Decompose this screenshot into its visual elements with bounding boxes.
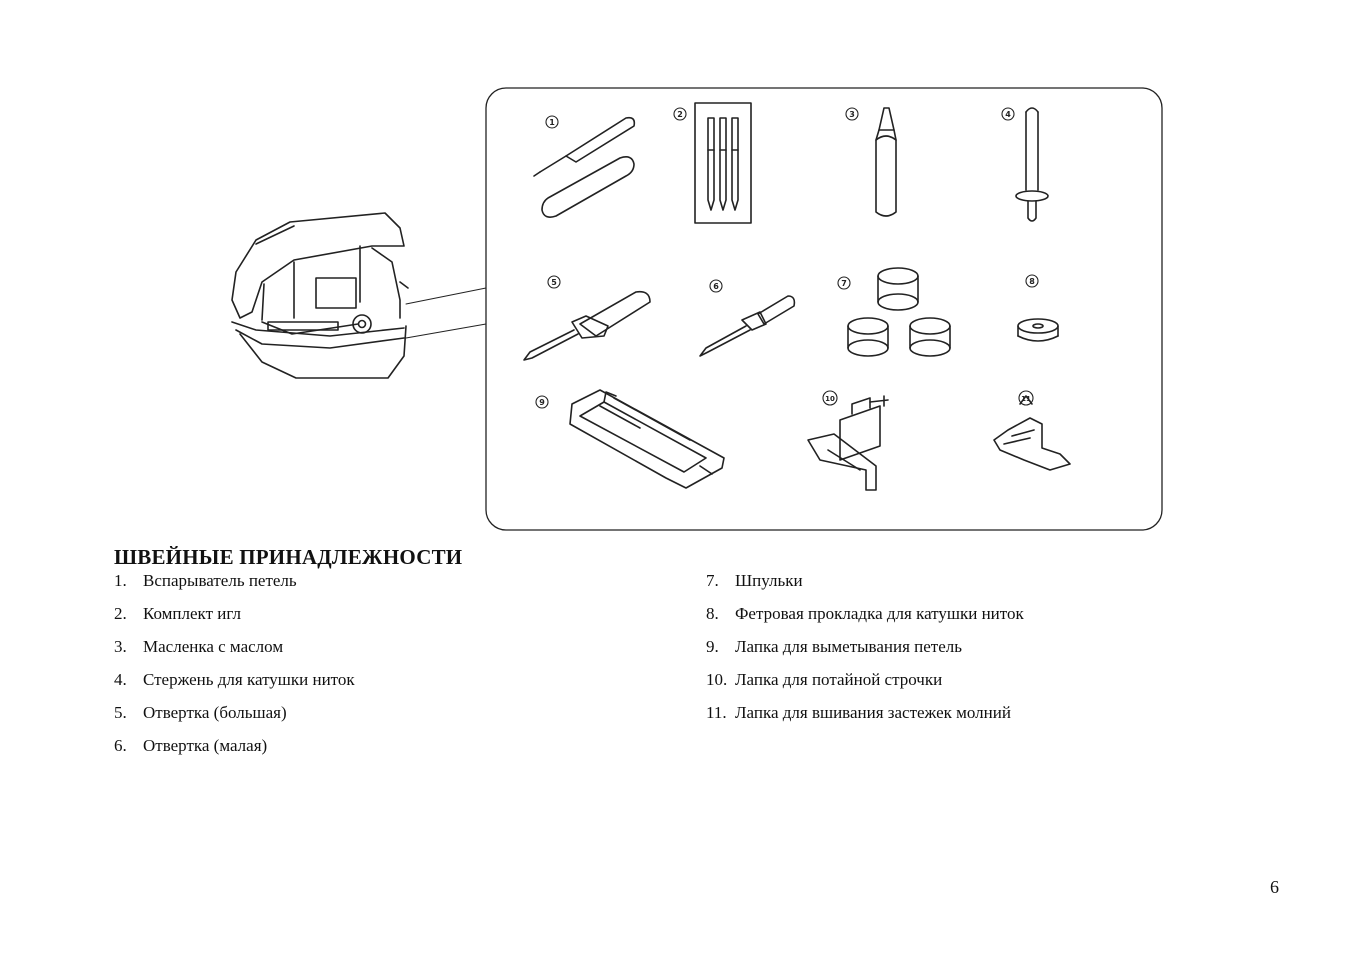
blind-hem-foot-drawing <box>807 395 889 491</box>
item-number: 11. <box>706 703 727 722</box>
item-label: Лапка для вшивания застежек молний <box>735 703 1011 722</box>
seam-ripper-drawing <box>533 116 636 218</box>
marker-10: 10 <box>825 395 835 403</box>
marker-11: 11 <box>1021 395 1031 403</box>
list-item: 4. Стержень для катушки ниток <box>114 670 355 703</box>
list-item: 10. Лапка для потайной строчки <box>706 670 1024 703</box>
item-number: 4. <box>114 670 127 689</box>
figure-marker-labels: 1 2 3 4 5 6 7 8 9 10 11 <box>539 110 1035 407</box>
accessories-illustration: 1 2 3 4 5 6 7 8 9 10 11 <box>231 87 1163 531</box>
list-item: 8. Фетровая прокладка для катушки ниток <box>706 604 1024 637</box>
list-item: 6. Отвертка (малая) <box>114 736 355 769</box>
figure-markers <box>535 107 1039 409</box>
item-label: Масленка с маслом <box>143 637 284 656</box>
page-heading: ШВЕЙНЫЕ ПРИНАДЛЕЖНОСТИ <box>114 545 463 569</box>
marker-6: 6 <box>713 282 719 291</box>
item-label: Комплект игл <box>143 604 241 623</box>
list-item: 7. Шпульки <box>706 571 1024 604</box>
marker-4: 4 <box>1005 110 1011 119</box>
item-number: 6. <box>114 736 127 755</box>
zipper-foot-drawing <box>993 395 1071 471</box>
marker-5: 5 <box>551 278 557 287</box>
list-item: 9. Лапка для выметывания петель <box>706 637 1024 670</box>
illustration-frame <box>485 87 1163 531</box>
list-item: 1. Вспарыватель петель <box>114 571 355 604</box>
marker-8: 8 <box>1029 277 1035 286</box>
item-label: Фетровая прокладка для катушки ниток <box>735 604 1024 623</box>
marker-9: 9 <box>539 398 545 407</box>
marker-2: 2 <box>677 110 683 119</box>
item-number: 7. <box>706 571 719 590</box>
item-number: 9. <box>706 637 719 656</box>
item-number: 8. <box>706 604 719 623</box>
item-label: Отвертка (большая) <box>143 703 287 722</box>
item-number: 5. <box>114 703 127 722</box>
small-screwdriver-drawing <box>699 295 796 357</box>
list-item: 11. Лапка для вшивания застежек молний <box>706 703 1024 736</box>
item-number: 3. <box>114 637 127 656</box>
item-label: Шпульки <box>735 571 803 590</box>
item-label: Лапка для потайной строчки <box>735 670 943 689</box>
accessory-box-drawing <box>231 212 409 379</box>
bobbins-drawing <box>847 267 951 357</box>
marker-1: 1 <box>549 118 555 127</box>
marker-3: 3 <box>849 110 855 119</box>
large-screwdriver-drawing <box>523 290 651 361</box>
item-number: 2. <box>114 604 127 623</box>
accessory-list-right: 7. Шпульки 8. Фетровая прокладка для катуш… <box>706 571 1024 736</box>
accessory-list-left: 1. Вспарыватель петель 2. Комплект игл 3. М… <box>114 571 355 769</box>
list-item: 3. Масленка с маслом <box>114 637 355 670</box>
item-number: 1. <box>114 571 127 590</box>
buttonhole-foot-drawing <box>569 389 725 489</box>
item-label: Стержень для катушки ниток <box>143 670 355 689</box>
spool-pin-drawing <box>1015 107 1049 222</box>
item-number: 10. <box>706 670 728 689</box>
item-label: Лапка для выметывания петель <box>735 637 963 656</box>
needle-set-drawing <box>694 102 752 224</box>
item-label: Отвертка (малая) <box>143 736 268 755</box>
page-number: 6 <box>1270 877 1279 897</box>
item-label: Вспарыватель петель <box>143 571 297 590</box>
felt-pad-drawing <box>1017 318 1059 342</box>
marker-7: 7 <box>841 279 847 288</box>
oiler-drawing <box>875 107 897 217</box>
list-item: 5. Отвертка (большая) <box>114 703 355 736</box>
list-item: 2. Комплект игл <box>114 604 355 637</box>
